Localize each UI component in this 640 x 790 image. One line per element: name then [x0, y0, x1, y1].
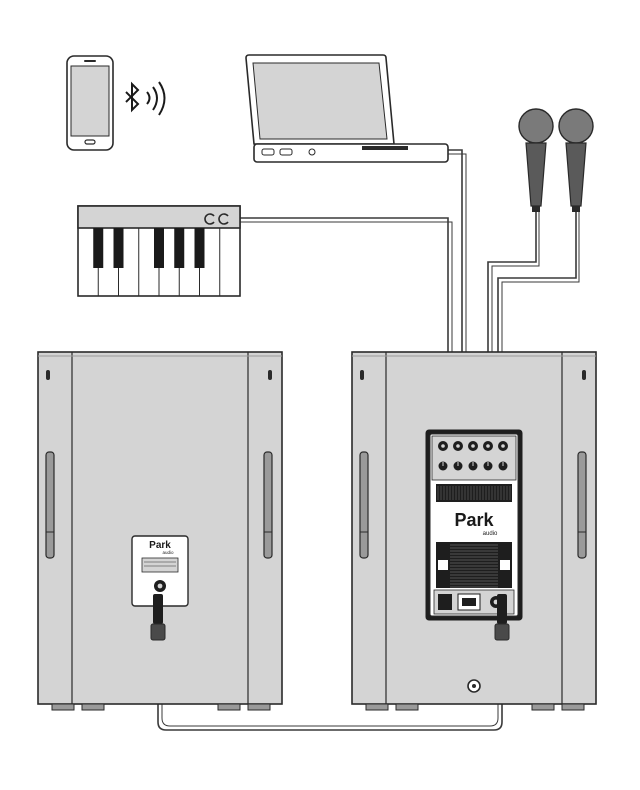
input-jack-center — [501, 444, 505, 448]
speaker-link-cable — [157, 640, 503, 731]
panel-sub: audio — [483, 531, 498, 537]
passive-speaker: Park audio — [37, 351, 283, 711]
microphone-icon — [518, 108, 554, 212]
black-key — [93, 228, 104, 268]
input-jack-center — [471, 444, 475, 448]
black-key — [174, 228, 185, 268]
amplifier-panel: Park audio — [425, 429, 523, 621]
panel-brand: Park — [454, 510, 494, 530]
microphone-icon — [558, 108, 594, 212]
passive-input-panel: Park audio — [131, 535, 189, 607]
keyboard-icon — [77, 205, 241, 297]
input-jack-center — [456, 444, 460, 448]
black-key — [113, 228, 124, 268]
black-key — [154, 228, 164, 268]
smartphone-icon — [66, 55, 114, 151]
input-jack-center — [441, 444, 445, 448]
small-panel-brand: Park — [149, 540, 171, 551]
bluetooth-icon — [125, 81, 166, 116]
input-jack-center — [486, 444, 490, 448]
mic1-cable — [487, 212, 537, 440]
black-key — [194, 228, 205, 268]
active-speaker: Park audio — [351, 351, 597, 711]
laptop-icon — [245, 54, 449, 163]
small-panel-sub: audio — [162, 550, 174, 555]
